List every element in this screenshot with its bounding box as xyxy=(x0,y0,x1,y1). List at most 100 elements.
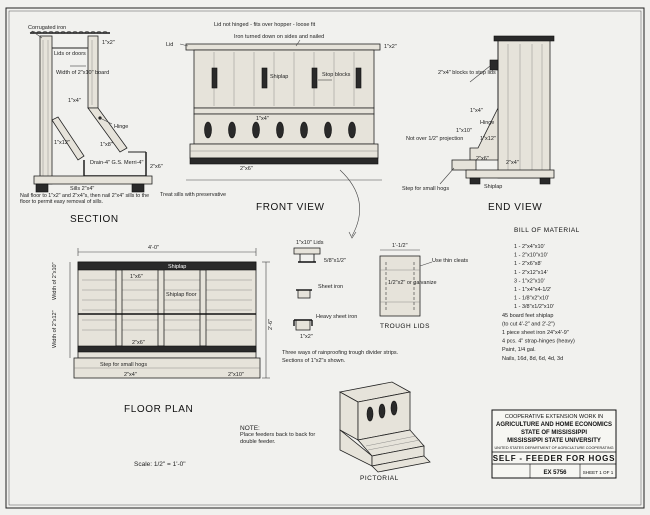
tb-drawing-title: SELF - FEEDER FOR HOGS xyxy=(493,454,616,463)
section-label-sills: Sills 2"x4" xyxy=(70,186,94,192)
floor-label-2x6: 2"x6" xyxy=(132,340,145,346)
end-label-1x12: 1"x12" xyxy=(480,136,496,142)
end-label-2x4: 2"x4" xyxy=(506,160,519,166)
bom-item: 4 pcs. 4" strap-hinges (heavy) xyxy=(502,339,575,345)
end-view-title: END VIEW xyxy=(488,202,542,213)
front-view: Lid not hinged - fits over hopper - loos… xyxy=(160,22,397,213)
front-label-lid: Lid xyxy=(166,42,173,48)
bom-item: 1 - 2"x4"x10' xyxy=(514,244,545,250)
bom-item: 1 - 1/8"x2"x10' xyxy=(514,296,549,302)
sheet-border xyxy=(5,7,645,509)
section-label-1x8: 1"x8" xyxy=(100,142,113,148)
section-view: Corrugated iron Lids or doors 1"x2" Widt… xyxy=(20,25,163,225)
detail-label-sheet-iron: Sheet iron xyxy=(318,284,343,290)
bom-item-list: 1 - 2"x4"x10' 1 - 2"x10"x10' 1 - 2"x6"x8' 1… xyxy=(502,244,575,362)
bom-title: BILL OF MATERIAL xyxy=(514,227,580,234)
detail-label-three-ways: Three ways of rainproofing trough divide… xyxy=(282,350,399,356)
scale-label: Scale: 1/2" = 1'-0" xyxy=(134,461,186,468)
bill-of-material: BILL OF MATERIAL 1 - 2"x4"x10' 1 - 2"x10"… xyxy=(502,227,580,362)
detail-label-sections: Sections of 1"x2"s shown. xyxy=(282,358,346,364)
front-view-title: FRONT VIEW xyxy=(256,202,325,213)
section-label-lids: Lids or doors xyxy=(54,51,86,57)
floor-label-2x4: 2"x4" xyxy=(124,372,137,378)
section-title: SECTION xyxy=(70,214,119,225)
bom-item: 45 board feet shiplap xyxy=(502,313,553,319)
end-view: 2"x4" blocks to stop lids 1"x4" Hinge 1"… xyxy=(402,35,555,213)
section-note: Nail floor to 1"x2" and 2"x4"s, then nai… xyxy=(20,193,150,206)
detail-label-lids: 1"x10" Lids xyxy=(296,240,324,246)
note-block: NOTE: Place feeders back to back for dou… xyxy=(134,425,316,468)
floor-label-2x10: 2"x10" xyxy=(228,372,244,378)
bom-item: 1 - 1"x4"x4-1/2' xyxy=(514,287,551,293)
trough-lids-view: 1'-1/2" 1/2"x2" or galvanize Use thin cl… xyxy=(379,243,468,330)
detail-label-heavy-sheet-iron: Heavy sheet iron xyxy=(316,314,357,320)
tb-line4: MISSISSIPPI STATE UNIVERSITY xyxy=(507,438,601,444)
floor-label-shiplap: Shiplap xyxy=(168,264,186,270)
section-label-1x12: 1"x12" xyxy=(54,140,70,146)
section-label-drain: Drain-4" G.S. Merri-4" xyxy=(90,160,143,166)
section-label-corrugated-iron: Corrugated iron xyxy=(28,25,66,31)
section-label-hinge: Hinge xyxy=(114,124,128,130)
front-label-stop-blocks: Stop blocks xyxy=(322,72,351,78)
rainproofing-details: 1"x10" Lids 5/8"x1/2" Sheet iron Heavy s… xyxy=(282,240,399,364)
floor-label-dim-side: 2'-6" xyxy=(268,319,274,330)
trough-lids-inner: 1/2"x2" or galvanize xyxy=(388,280,437,286)
end-label-not-over: Not over 1/2" projection xyxy=(406,136,463,142)
detail-label-1x2: 1"x2" xyxy=(300,334,313,340)
front-label-1x4: 1"x4" xyxy=(256,116,269,122)
trough-lids-dim: 1'-1/2" xyxy=(392,243,408,249)
floor-plan-view: 4'-0" Shiplap 1"x6" Shiplap floor Width … xyxy=(52,245,274,415)
bom-item: 1 - 2"x10"x10' xyxy=(514,253,548,259)
end-label-shiplap: Shiplap xyxy=(484,184,502,190)
section-label-1x4: 1"x4" xyxy=(68,98,81,104)
end-label-2x6: 2"x6" xyxy=(476,156,489,162)
floor-label-width-2x10: Width of 2"x10" xyxy=(52,262,58,300)
tb-line5: UNITED STATES DEPARTMENT OF AGRICULTURE … xyxy=(494,446,613,450)
floor-label-dim-top: 4'-0" xyxy=(148,245,159,251)
end-label-hinge: Hinge xyxy=(480,120,494,126)
bom-item: (to cut 4'-2" and 2'-2") xyxy=(502,321,555,327)
tb-line2: AGRICULTURE AND HOME ECONOMICS xyxy=(496,422,612,428)
detail-leader-arrow xyxy=(339,169,360,237)
trough-lids-use-cleats: Use thin cleats xyxy=(432,258,468,264)
bom-item: 3 - 1"x2"x10' xyxy=(514,278,545,284)
front-label-iron-turned: Iron turned down on sides and nailed xyxy=(234,34,324,40)
pictorial-view: PICTORIAL xyxy=(338,381,431,482)
bom-item: 1 - 2"x12"x14' xyxy=(514,270,548,276)
tb-line3: STATE OF MISSISSIPPI xyxy=(521,430,587,436)
floor-plan-title: FLOOR PLAN xyxy=(124,404,193,415)
tb-sheet: SHEET 1 OF 1 xyxy=(583,470,614,475)
bom-item: 1 - 2"x6"x8' xyxy=(514,261,542,267)
floor-label-shiplap-floor: Shiplap floor xyxy=(166,292,197,298)
floor-label-step: Step for small hogs xyxy=(100,362,147,368)
trough-lids-title: TROUGH LIDS xyxy=(380,323,430,330)
front-label-treat-sills: Treat sills with preservative xyxy=(160,192,226,198)
end-label-1x10: 1"x10" xyxy=(456,128,472,134)
bom-item: 1 piece sheet iron 24"x4'-9" xyxy=(502,330,569,336)
pictorial-title: PICTORIAL xyxy=(360,475,399,482)
sheet-inner-border xyxy=(8,10,642,506)
end-label-step: Step for small hogs xyxy=(402,186,449,192)
section-label-1x2: 1"x2" xyxy=(102,40,115,46)
end-label-blocks: 2"x4" blocks to stop lids xyxy=(438,70,496,76)
front-label-1x2: 1"x2" xyxy=(384,44,397,50)
section-label-width-board: Width of 2"x10" board xyxy=(56,70,109,76)
bom-item: Nails, 16d, 8d, 6d, 4d, 3d xyxy=(502,356,563,362)
detail-label-five-eighths: 5/8"x1/2" xyxy=(324,258,346,264)
front-label-shiplap: Shiplap xyxy=(270,74,288,80)
front-label-lid-not-hinged: Lid not hinged - fits over hopper - loos… xyxy=(214,22,316,28)
note-heading: NOTE: xyxy=(240,425,260,432)
floor-label-1x6: 1"x6" xyxy=(130,274,143,280)
end-label-1x4: 1"x4" xyxy=(470,108,483,114)
note-text: Place feeders back to back for double fe… xyxy=(240,432,316,445)
tb-line1: COOPERATIVE EXTENSION WORK IN xyxy=(505,414,603,420)
floor-label-width-2x12: Width of 2"x12" xyxy=(52,310,58,348)
title-block: COOPERATIVE EXTENSION WORK IN AGRICULTUR… xyxy=(491,409,617,479)
bom-item: Paint, 1/4 gal. xyxy=(502,347,536,353)
tb-plan-no: EX 5756 xyxy=(543,470,567,476)
front-label-2x6: 2"x6" xyxy=(240,166,253,172)
section-label-2x6: 2"x6" xyxy=(150,164,163,170)
bom-item: 1 - 3/8"x1/2"x10' xyxy=(514,304,554,310)
